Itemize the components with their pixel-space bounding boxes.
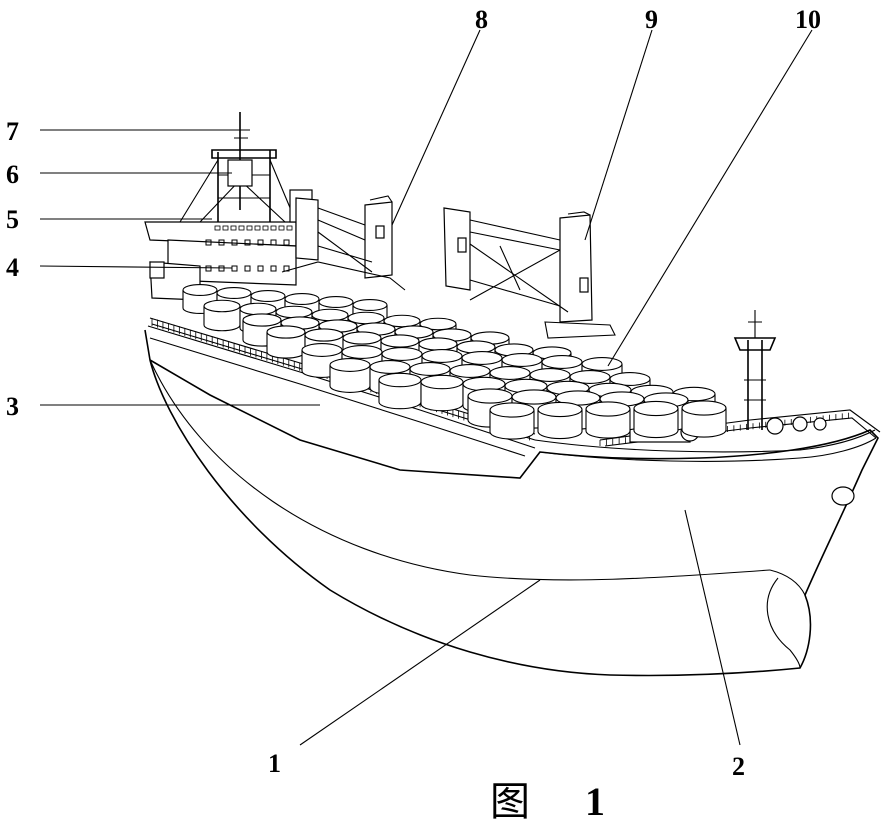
cargo-tank: [682, 401, 726, 437]
label-7: 7: [6, 117, 19, 146]
label-4: 4: [6, 253, 19, 282]
crane-aft: [282, 196, 405, 290]
leader-line-9: [585, 30, 652, 240]
figure-caption: 图 1: [490, 779, 605, 825]
leader-line-8: [392, 30, 480, 225]
cargo-tank: [538, 402, 582, 438]
label-3: 3: [6, 392, 19, 421]
cargo-tank: [379, 373, 421, 408]
label-9: 9: [645, 5, 658, 34]
label-10: 10: [795, 5, 821, 34]
cargo-tank: [490, 403, 534, 439]
cargo-tank: [204, 300, 240, 331]
label-5: 5: [6, 205, 19, 234]
cargo-tank: [267, 326, 305, 358]
caption-prefix: 图: [490, 779, 530, 825]
label-6: 6: [6, 160, 19, 189]
leader-line-2: [685, 510, 740, 745]
label-8: 8: [475, 5, 488, 34]
cargo-tank: [421, 375, 463, 410]
caption-number: 1: [585, 779, 605, 824]
leader-line-10: [608, 30, 812, 366]
label-2: 2: [732, 752, 745, 781]
cargo-tank: [586, 402, 630, 438]
cargo-tank: [634, 401, 678, 437]
label-1: 1: [268, 749, 281, 778]
leader-line-1: [300, 580, 540, 745]
cargo-tank: [330, 359, 370, 393]
superstructure: [145, 112, 312, 300]
